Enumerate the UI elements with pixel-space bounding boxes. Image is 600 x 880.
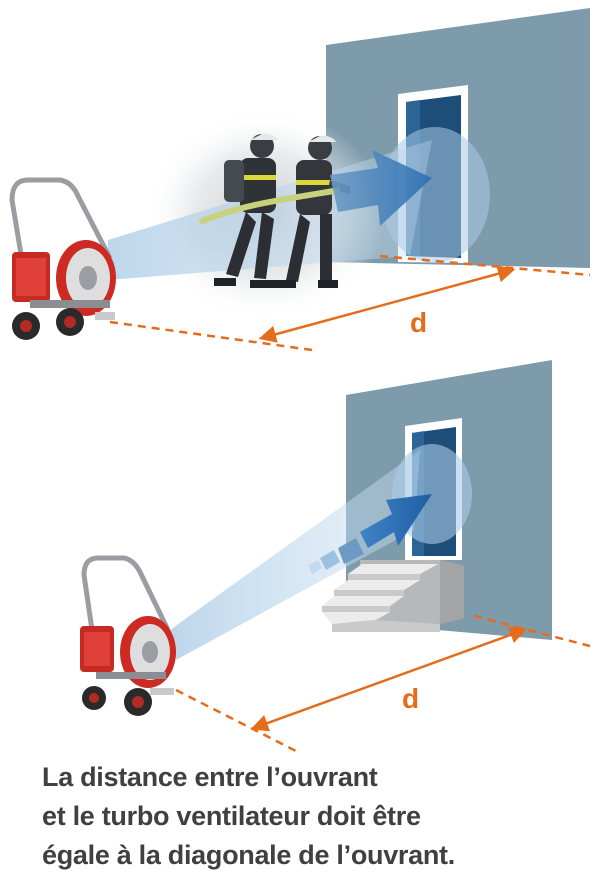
caption-line-1: La distance entre l’ouvrant [42,762,378,792]
top-distance-measure [109,254,591,352]
stairs-icon [322,560,464,632]
bottom-distance-measure [175,614,591,754]
bottom-air-cone [170,450,420,660]
top-air-arrow [330,150,432,226]
bottom-air-arrow [308,494,432,574]
top-distance-label: d [410,307,427,338]
turbo-ventilator-icon [80,555,176,716]
bottom-scene: d [80,360,591,754]
top-scene: d [9,8,591,352]
caption: La distance entre l’ouvrant et le turbo … [42,758,582,875]
top-air-disc [380,127,490,263]
caption-line-3: égale à la diagonale de l’ouvrant. [42,840,455,870]
turbo-ventilator-icon [9,177,116,340]
caption-line-2: et le turbo ventilateur doit être [42,801,421,831]
bottom-distance-label: d [402,683,419,714]
